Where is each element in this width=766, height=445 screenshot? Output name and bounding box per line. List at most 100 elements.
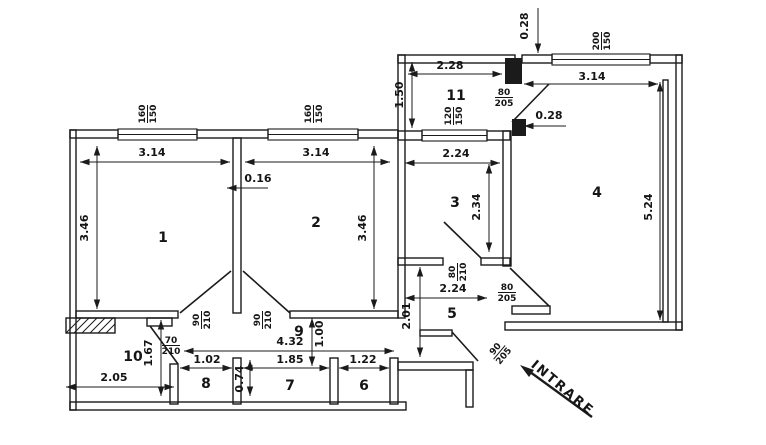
door-swing-entrance [451, 331, 479, 362]
door-swing-room1 [179, 270, 232, 314]
door-size-room10: 70 210 [162, 336, 181, 357]
dimension-labels: 3.14 3.14 2.24 3.14 2.28 2.24 4.32 2.05 … [78, 12, 655, 392]
window-width-value: 120 [444, 107, 454, 126]
door-size-room2: 90 210 [253, 311, 274, 330]
dim-room8-width: 1.02 [193, 353, 220, 366]
wall-segment [169, 363, 179, 405]
dim-room1-height: 3.46 [78, 214, 91, 241]
wall-pier [512, 119, 526, 136]
door-swing-room3 [443, 221, 482, 259]
window-width-value: 160 [138, 105, 148, 124]
dim-junction-offset: 0.28 [535, 109, 562, 122]
room-label-8: 8 [201, 376, 211, 392]
entrance-arrow-line [525, 368, 593, 418]
window-size-room1: 160 150 [138, 105, 159, 124]
windows [117, 53, 651, 142]
entrance-label: INTRARE [528, 358, 597, 419]
door-swing-room4 [509, 267, 550, 307]
wall-segment [69, 401, 407, 411]
wall-segment [419, 329, 453, 337]
wall-segment [521, 54, 553, 64]
wall-segment [662, 79, 669, 323]
wall-segment [196, 129, 269, 139]
dim-room4-height: 5.24 [642, 193, 655, 220]
window-room1 [117, 128, 198, 141]
door-width-value: 80 [498, 88, 511, 98]
wall-segment [504, 321, 683, 331]
window-room2 [267, 128, 359, 141]
door-width-value: 80 [501, 283, 514, 293]
dim-room2-width: 3.14 [302, 146, 329, 159]
door-height-value: 210 [459, 263, 469, 282]
opening-size-labels: 160 150 160 150 120 150 200 150 90 210 9… [138, 32, 613, 367]
door-width-value: 90 [253, 314, 263, 327]
wall-partition-room1-room2 [232, 137, 242, 314]
door-size-entrance: 90 205 [488, 341, 514, 366]
window-room3 [421, 129, 488, 142]
dimension-lines [66, 8, 664, 396]
door-height-value: 205 [495, 99, 514, 109]
dim-room11-height: 1.50 [393, 81, 406, 108]
dim-top-offset: 0.28 [518, 12, 531, 39]
door-size-room1: 90 210 [192, 311, 213, 330]
dim-room3-width: 2.24 [442, 147, 469, 160]
wall-segment [329, 357, 339, 405]
dim-room9-width: 4.32 [276, 335, 303, 348]
dim-room7-width: 1.85 [276, 353, 303, 366]
door-size-room3: 80 210 [448, 263, 469, 282]
dim-room6-width: 1.22 [349, 353, 376, 366]
dim-room9-height: 1.00 [313, 320, 326, 347]
dim-room11-width: 2.28 [436, 59, 463, 72]
wall-segment [75, 310, 179, 319]
wall-partition-room3-room4 [502, 130, 512, 267]
wall-segment [486, 130, 511, 141]
wall-segment [69, 129, 77, 411]
entrance-arrow-icon [520, 365, 534, 377]
wall-segment [146, 317, 173, 327]
wall-segment [397, 257, 444, 266]
room-label-3: 3 [450, 195, 460, 211]
door-height-value: 210 [162, 347, 181, 357]
entrance-annotation: INTRARE [520, 358, 597, 419]
door-width-value: 90 [192, 314, 202, 327]
window-height-value: 150 [149, 105, 159, 124]
wall-segment [69, 129, 119, 139]
room-label-9: 9 [294, 324, 304, 340]
room-label-6: 6 [359, 378, 369, 394]
dim-room10-width: 2.05 [100, 371, 127, 384]
dim-room2-height: 3.46 [356, 214, 369, 241]
wall-segment [511, 305, 551, 315]
door-height-value: 205 [498, 294, 517, 304]
door-size-room4: 80 205 [498, 283, 517, 304]
wall-segment [357, 129, 399, 139]
walls [69, 54, 683, 411]
door-width-value: 80 [448, 266, 458, 279]
dim-room10-height: 1.67 [142, 339, 155, 366]
door-height-value: 210 [264, 311, 274, 330]
door-swing-room2 [242, 270, 291, 314]
window-room4 [551, 53, 651, 66]
door-swing-room11 [511, 83, 550, 123]
room-label-1: 1 [158, 230, 168, 246]
wall-pier [505, 58, 522, 84]
door-size-room11: 80 205 [495, 88, 514, 109]
room-numbers: 1 2 3 4 5 6 7 8 9 10 11 [123, 88, 602, 394]
wall-segment [465, 369, 474, 408]
window-height-value: 150 [603, 32, 613, 51]
door-height-value: 210 [203, 311, 213, 330]
window-height-value: 150 [455, 107, 465, 126]
wall-segment [397, 361, 474, 371]
window-size-room4: 200 150 [592, 32, 613, 51]
room-label-5: 5 [447, 306, 457, 322]
hatched-shaft [65, 317, 116, 334]
wall-segment [289, 310, 399, 319]
room-label-4: 4 [592, 185, 602, 201]
dim-room1-width: 3.14 [138, 146, 165, 159]
window-height-value: 150 [315, 105, 325, 124]
dim-room3-height: 2.34 [470, 193, 483, 220]
dim-room7-depth: 0.74 [233, 365, 246, 392]
wall-segment [480, 257, 511, 266]
window-size-room3: 120 150 [444, 107, 465, 126]
